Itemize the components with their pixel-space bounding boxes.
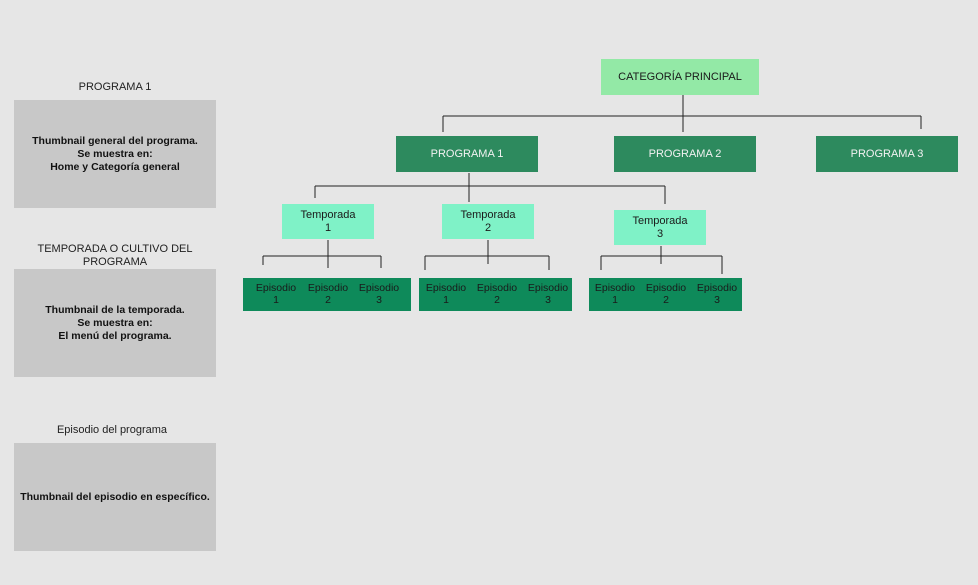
episode-node-3[interactable]: Episodio 3 bbox=[353, 278, 405, 306]
episode-number: 1 bbox=[612, 294, 618, 306]
season-number: 2 bbox=[484, 221, 492, 234]
episode-node-1[interactable]: Episodio 1 bbox=[250, 278, 302, 306]
season-label: Temporada bbox=[460, 208, 516, 221]
season-label: Temporada bbox=[300, 208, 356, 221]
episode-number: 2 bbox=[325, 294, 331, 306]
box-text-line: Thumbnail del episodio en específico. bbox=[20, 490, 210, 503]
title-line: PROGRAMA bbox=[82, 256, 148, 268]
episode-node-2[interactable]: Episodio 2 bbox=[640, 278, 692, 306]
episode-group-season-2: Episodio 1 Episodio 2 Episodio 3 bbox=[419, 278, 572, 311]
episode-node-2[interactable]: Episodio 2 bbox=[471, 278, 523, 306]
episode-label: Episodio bbox=[307, 282, 349, 294]
thumbnail-box-temporada: Thumbnail de la temporada. Se muestra en… bbox=[14, 269, 216, 377]
episode-label: Episodio bbox=[358, 282, 400, 294]
season-number: 3 bbox=[656, 227, 664, 240]
thumbnail-box-episodio: Thumbnail del episodio en específico. bbox=[14, 443, 216, 551]
episode-label: Episodio bbox=[476, 282, 518, 294]
box-text-line: Se muestra en: bbox=[77, 316, 153, 329]
season-label: Temporada bbox=[632, 214, 688, 227]
episode-node-1[interactable]: Episodio 1 bbox=[420, 278, 472, 306]
episode-node-3[interactable]: Episodio 3 bbox=[522, 278, 574, 306]
episode-group-season-1: Episodio 1 Episodio 2 Episodio 3 bbox=[243, 278, 411, 311]
box-text-line: El menú del programa. bbox=[58, 329, 172, 342]
episode-label: Episodio bbox=[645, 282, 687, 294]
thumbnail-box-programa: Thumbnail general del programa. Se muest… bbox=[14, 100, 216, 208]
season-node-3[interactable]: Temporada 3 bbox=[614, 210, 706, 245]
section-title-temporada: TEMPORADA O CULTIVO DEL PROGRAMA bbox=[14, 243, 216, 269]
episode-label: Episodio bbox=[527, 282, 569, 294]
episode-node-2[interactable]: Episodio 2 bbox=[302, 278, 354, 306]
season-node-1[interactable]: Temporada 1 bbox=[282, 204, 374, 239]
episode-number: 2 bbox=[663, 294, 669, 306]
episode-label: Episodio bbox=[696, 282, 738, 294]
box-text-line: Thumbnail de la temporada. bbox=[45, 303, 185, 316]
episode-label: Episodio bbox=[425, 282, 467, 294]
box-text-line: Se muestra en: bbox=[77, 147, 153, 160]
root-category-node[interactable]: CATEGORÍA PRINCIPAL bbox=[601, 59, 759, 95]
title-line: TEMPORADA O CULTIVO DEL bbox=[37, 243, 193, 255]
episode-number: 1 bbox=[273, 294, 279, 306]
episode-node-1[interactable]: Episodio 1 bbox=[589, 278, 641, 306]
box-text-line: Thumbnail general del programa. bbox=[32, 134, 198, 147]
program-node-3[interactable]: PROGRAMA 3 bbox=[816, 136, 958, 172]
season-number: 1 bbox=[324, 221, 332, 234]
section-title-programa: PROGRAMA 1 bbox=[78, 81, 152, 93]
box-text-line: Home y Categoría general bbox=[50, 160, 180, 173]
episode-node-3[interactable]: Episodio 3 bbox=[691, 278, 743, 306]
episode-number: 3 bbox=[714, 294, 720, 306]
episode-number: 3 bbox=[545, 294, 551, 306]
section-title-episodio: Episodio del programa bbox=[56, 424, 168, 436]
episode-label: Episodio bbox=[594, 282, 636, 294]
episode-group-season-3: Episodio 1 Episodio 2 Episodio 3 bbox=[589, 278, 742, 311]
episode-label: Episodio bbox=[255, 282, 297, 294]
season-node-2[interactable]: Temporada 2 bbox=[442, 204, 534, 239]
episode-number: 2 bbox=[494, 294, 500, 306]
episode-number: 3 bbox=[376, 294, 382, 306]
program-node-1[interactable]: PROGRAMA 1 bbox=[396, 136, 538, 172]
episode-number: 1 bbox=[443, 294, 449, 306]
program-node-2[interactable]: PROGRAMA 2 bbox=[614, 136, 756, 172]
